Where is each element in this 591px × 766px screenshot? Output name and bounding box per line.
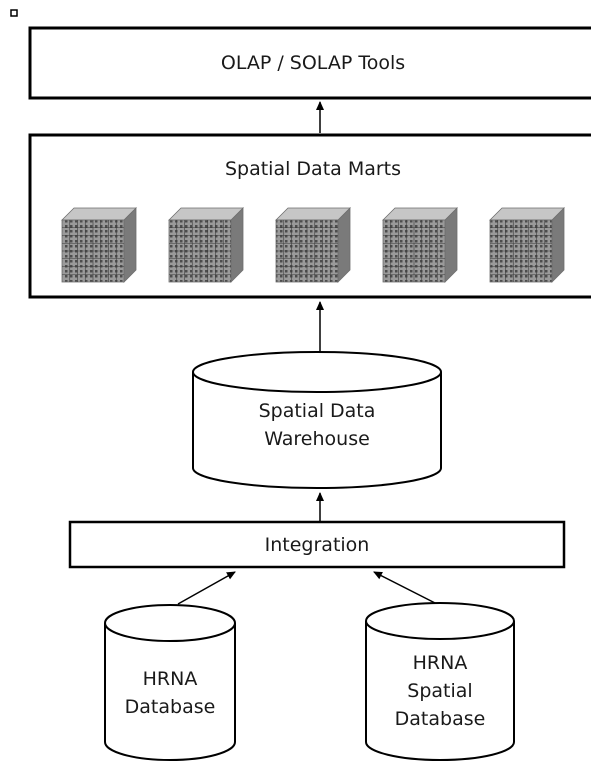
data-cubes-group xyxy=(61,207,565,283)
hrna-database-label: HRNA Database xyxy=(105,666,235,720)
hrna-spatial-database-cylinder xyxy=(365,602,515,761)
hrna-database-line1: HRNA xyxy=(142,668,198,690)
warehouse-label: Spatial Data Warehouse xyxy=(193,398,441,452)
arrow-right-source-to-integration xyxy=(373,571,438,605)
hrna-database-line2: Database xyxy=(124,696,216,718)
hrna-spatial-line3: Database xyxy=(394,708,486,730)
integration-label: Integration xyxy=(264,534,370,556)
integration-box xyxy=(68,520,566,569)
warehouse-label-line1: Spatial Data xyxy=(258,400,376,422)
hrna-database-cylinder xyxy=(104,604,236,761)
olap-tools-box xyxy=(28,26,591,100)
hrna-spatial-line1: HRNA xyxy=(412,652,468,674)
data-cube-icon xyxy=(382,207,458,283)
warehouse-label-line2: Warehouse xyxy=(264,428,370,450)
olap-tools-label: OLAP / SOLAP Tools xyxy=(220,52,406,74)
warehouse-cylinder xyxy=(192,351,442,489)
data-cube-icon xyxy=(275,207,351,283)
data-cube-icon xyxy=(61,207,137,283)
arrow-left-source-to-integration xyxy=(177,571,236,605)
hrna-spatial-line2: Spatial xyxy=(407,680,473,702)
data-marts-label: Spatial Data Marts xyxy=(224,158,402,180)
corner-marker xyxy=(10,9,18,17)
data-cube-icon xyxy=(489,207,565,283)
data-cube-icon xyxy=(168,207,244,283)
hrna-spatial-database-label: HRNA Spatial Database xyxy=(366,650,514,732)
